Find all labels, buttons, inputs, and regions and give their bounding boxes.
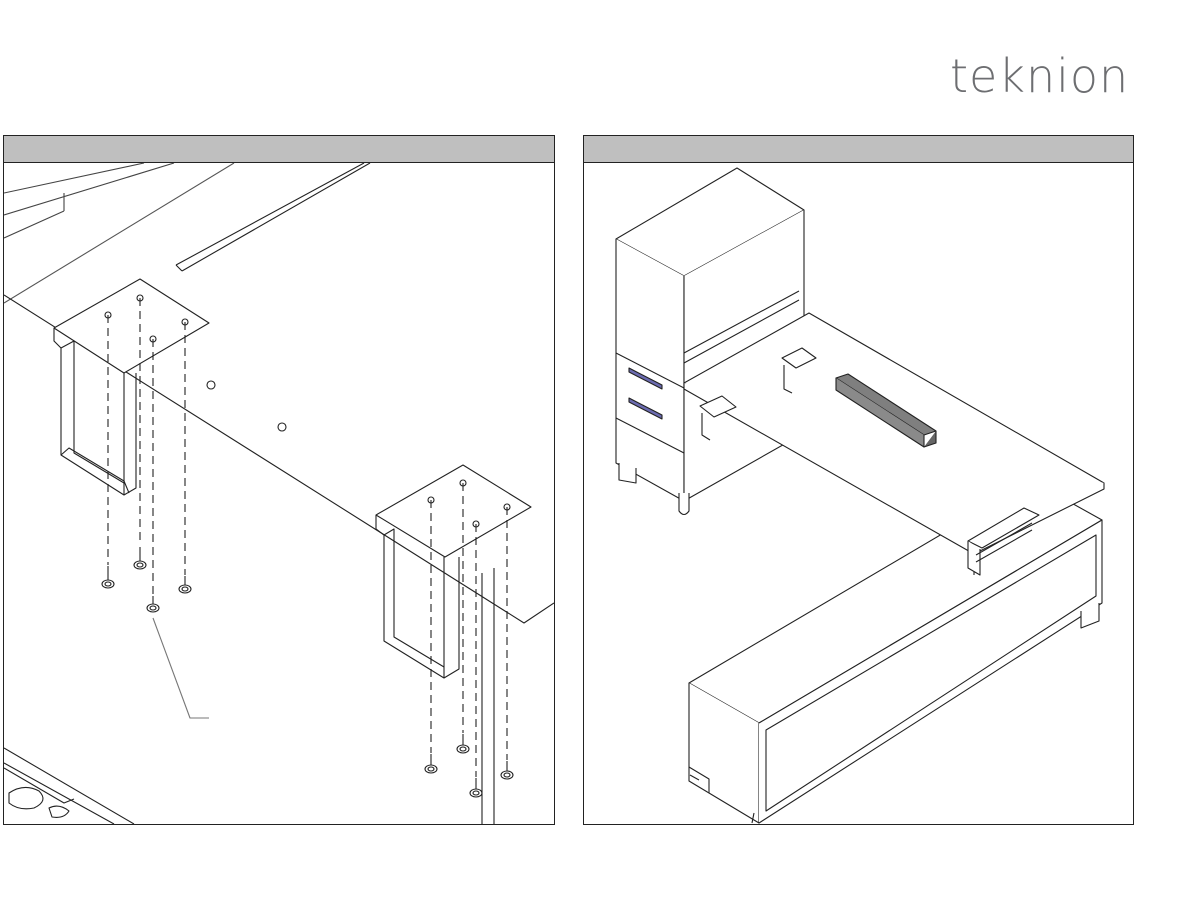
screws-right [425,734,513,797]
teknion-logo: teknion [950,48,1140,104]
bracket-install-illustration [4,163,554,824]
screws-left [102,547,191,612]
panel-header [584,136,1133,163]
mounting-bracket-left [54,279,209,495]
assembly-panel-brackets [3,135,555,825]
panel-header [4,136,554,163]
credenza [689,481,1102,823]
assembly-panel-overview [583,135,1134,825]
mounting-bracket-right [376,465,531,678]
desk-overview-illustration [584,163,1133,824]
